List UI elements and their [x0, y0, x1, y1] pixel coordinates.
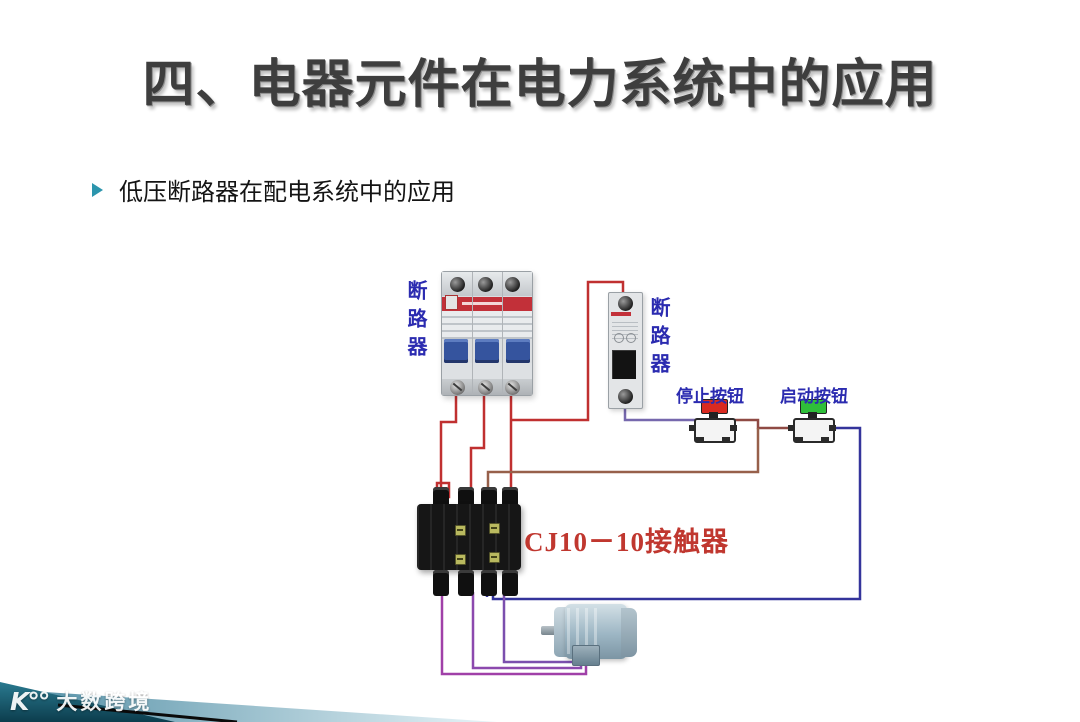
start-button-foot [821, 437, 829, 442]
contactor [417, 487, 521, 596]
breaker-top-screw-1 [450, 277, 465, 292]
start-button-terminal-left [788, 425, 795, 431]
motor-rear-cap [621, 608, 637, 657]
breaker-toggle-2 [475, 339, 499, 363]
three-pole-breaker [441, 271, 533, 396]
bullet-triangle-icon [92, 182, 103, 197]
contactor-body [417, 504, 521, 570]
watermark-text: 大数跨境 [56, 690, 153, 714]
wire-breaker-to-stop-purple [623, 405, 698, 422]
breaker-brand-stripe [442, 295, 532, 311]
breaker-bottom-screw-3 [505, 380, 520, 395]
watermark: K°° 大数跨境 [10, 686, 152, 716]
breaker-pole-divider [472, 272, 473, 395]
wire-phase1-red [439, 390, 458, 500]
start-button-foot [795, 437, 803, 442]
start-button-label: 启动按钮 [780, 387, 848, 407]
wire-branch-to-1pole-breaker-red [511, 280, 625, 422]
breaker1p-toggle [612, 350, 636, 379]
footer-divider-line [57, 703, 238, 722]
motor-front-cap [554, 607, 567, 657]
breaker-top-screw-2 [478, 277, 493, 292]
watermark-logo-icon: K°° [10, 686, 50, 716]
breaker-top-screw-3 [505, 277, 520, 292]
three-pole-breaker-label: 断路器 [404, 280, 428, 364]
wire-stop-to-start-maroon [729, 418, 796, 430]
contactor-bottom-post-2 [458, 570, 474, 596]
motor [541, 604, 639, 666]
stop-button-label: 停止按钮 [676, 387, 744, 407]
breaker-toggle-3 [506, 339, 530, 363]
breaker1p-cert-mark [626, 333, 636, 343]
breaker1p-brand-text [611, 312, 631, 316]
bullet-text: 低压断路器在配电系统中的应用 [119, 178, 455, 206]
breaker-bottom-screw-2 [478, 380, 493, 395]
contactor-label: CJ10－10接触器 [524, 527, 729, 557]
breaker-brand-text [462, 302, 502, 305]
start-button-terminal-right [829, 425, 836, 431]
wire-junction-to-contactor-brown [486, 428, 760, 498]
breaker-brand-logo [445, 295, 458, 310]
wire-motor-u-magenta [440, 592, 588, 676]
breaker-lower-panel [442, 363, 532, 379]
contactor-aux-screw-4 [489, 552, 500, 563]
breaker-pole-divider [502, 272, 503, 395]
contactor-aux-screw-2 [489, 523, 500, 534]
wire-start-to-coil-navy [491, 426, 862, 601]
stop-button-terminal-left [689, 425, 696, 431]
stop-button-stem [709, 412, 718, 419]
stop-button [689, 399, 737, 443]
footer-band [0, 682, 497, 722]
contactor-bottom-post-1 [433, 570, 449, 596]
contactor-aux-screw-1 [455, 525, 466, 536]
motor-shaft [541, 626, 556, 635]
contactor-bottom-post-3 [481, 570, 497, 596]
page-title: 四、电器元件在电力系统中的应用 [142, 55, 938, 115]
contactor-aux-screw-3 [455, 554, 466, 565]
start-button [788, 399, 836, 443]
motor-terminal-box [572, 645, 600, 666]
breaker1p-cert-mark [614, 333, 624, 343]
wire-phase2-red [469, 390, 486, 500]
start-button-stem [808, 412, 817, 419]
breaker-toggle-1 [444, 339, 468, 363]
stop-button-terminal-right [730, 425, 737, 431]
breaker1p-top-screw [618, 296, 633, 311]
contactor-bottom-post-4 [502, 570, 518, 596]
breaker1p-bottom-screw [618, 389, 633, 404]
breaker-spec-panel [442, 311, 532, 339]
single-pole-breaker-label: 断路器 [647, 297, 671, 381]
bullet-row: 低压断路器在配电系统中的应用 [92, 172, 455, 207]
stop-button-foot [696, 437, 704, 442]
breaker-bottom-screw-1 [450, 380, 465, 395]
stop-button-foot [722, 437, 730, 442]
single-pole-breaker [608, 292, 643, 409]
